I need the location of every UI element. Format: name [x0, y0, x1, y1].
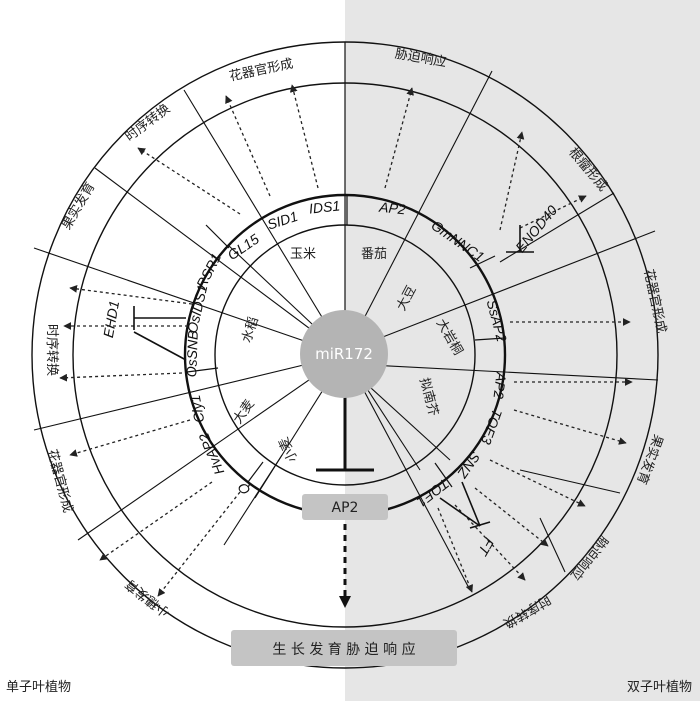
- ap2-box-label: AP2: [332, 500, 359, 516]
- gene-GL15: GL15: [225, 231, 263, 264]
- species-maize: 玉米: [290, 247, 316, 262]
- sector-phase-left: 时序转换: [44, 324, 59, 376]
- mir172-label: miR172: [315, 345, 373, 363]
- outcome-box-label: 生 长 发 育 胁 迫 响 应: [272, 641, 415, 658]
- gene-IDS1: IDS1: [308, 197, 341, 216]
- sector-fruit-left: 果实发育: [59, 179, 99, 232]
- gene-ring-ticks: [186, 195, 506, 488]
- gene-OsIDS1: OsIDS1: [184, 283, 211, 334]
- dicot-arrows: [384, 87, 633, 593]
- species-wheat: 小麦: [277, 435, 302, 465]
- mono-arrows: [59, 84, 319, 597]
- gene-OsSNB: OsSNB: [183, 330, 201, 377]
- gene-AP2-tomato: AP2: [378, 199, 407, 218]
- sector-flower-left: 花器官形成: [44, 447, 76, 514]
- sector-phase-top: 时序转换: [123, 102, 174, 145]
- gene-HvAP2: HvAP2: [195, 431, 227, 478]
- sector-spikelet: 小穗发育: [122, 576, 173, 621]
- gene-Q: Q: [234, 480, 253, 498]
- monocot-label: 单子叶植物: [6, 680, 71, 695]
- inhibition-lines: [133, 225, 534, 529]
- outcome-box: [231, 630, 457, 666]
- ap2-box: [302, 494, 388, 520]
- dicot-spokes: [344, 70, 659, 591]
- gene-AP2-ath: AP2: [490, 371, 509, 400]
- mir172-node: [300, 310, 388, 398]
- gene-SID1: SID1: [265, 208, 300, 233]
- dicot-label: 双子叶植物: [627, 680, 692, 695]
- gene-Cly1: Cly1: [187, 394, 208, 424]
- dicot-background: [345, 0, 700, 701]
- sector-flower-top: 花器官形成: [228, 56, 295, 85]
- species-tomato: 番茄: [361, 247, 387, 262]
- gene-EHD1: EHD1: [100, 299, 122, 339]
